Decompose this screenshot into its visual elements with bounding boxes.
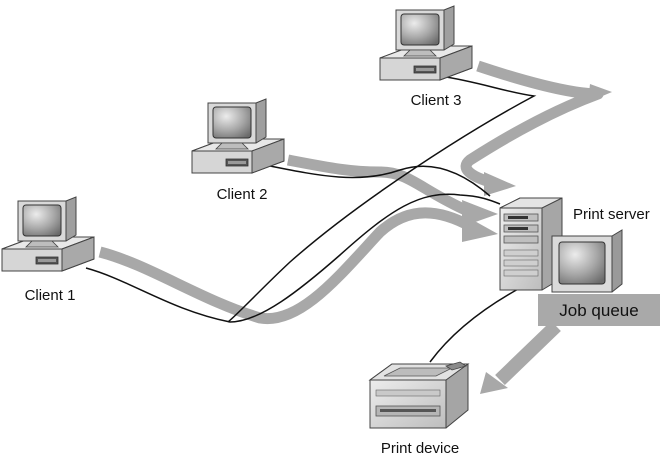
- client3-node[interactable]: Client 3: [379, 5, 473, 109]
- client1-label: Client 1: [25, 287, 76, 304]
- desktop-computer-icon: [191, 98, 285, 174]
- cable-client1: [85, 193, 501, 323]
- desktop-computer-icon: [1, 196, 95, 272]
- cable-client2: [269, 165, 491, 197]
- desktop-computer-icon: [379, 5, 473, 81]
- job-queue-box: Job queue: [538, 294, 660, 326]
- client2-label: Client 2: [217, 186, 268, 203]
- flow-arrowhead-client2: [462, 200, 498, 226]
- flow-arrows: [98, 60, 612, 394]
- network-cables: [85, 75, 537, 363]
- client3-label: Client 3: [411, 92, 462, 109]
- print-server-node[interactable]: Print server: [499, 197, 650, 293]
- job-queue-background: [538, 294, 660, 326]
- cable-client3: [227, 75, 537, 323]
- job-queue-label: Job queue: [559, 301, 638, 320]
- flow-arrowhead-client3-loop: [588, 84, 612, 102]
- laser-printer-icon: [368, 361, 470, 429]
- cable-printer: [429, 287, 521, 363]
- print-server-label: Print server: [573, 206, 650, 223]
- tower-server-icon: [499, 197, 623, 293]
- client1-node[interactable]: Client 1: [1, 196, 95, 304]
- client2-node[interactable]: Client 2: [191, 98, 285, 203]
- print-device-node[interactable]: Print device: [368, 361, 470, 457]
- flow-arrowhead-client3: [484, 172, 516, 196]
- flow-arrow-client3: [460, 60, 604, 188]
- flow-arrow-client2: [286, 154, 473, 218]
- flow-arrowhead-printer: [480, 372, 508, 394]
- flow-arrow-to-printer: [495, 320, 561, 386]
- flow-arrow-client1: [98, 207, 473, 325]
- print-device-label: Print device: [381, 440, 459, 457]
